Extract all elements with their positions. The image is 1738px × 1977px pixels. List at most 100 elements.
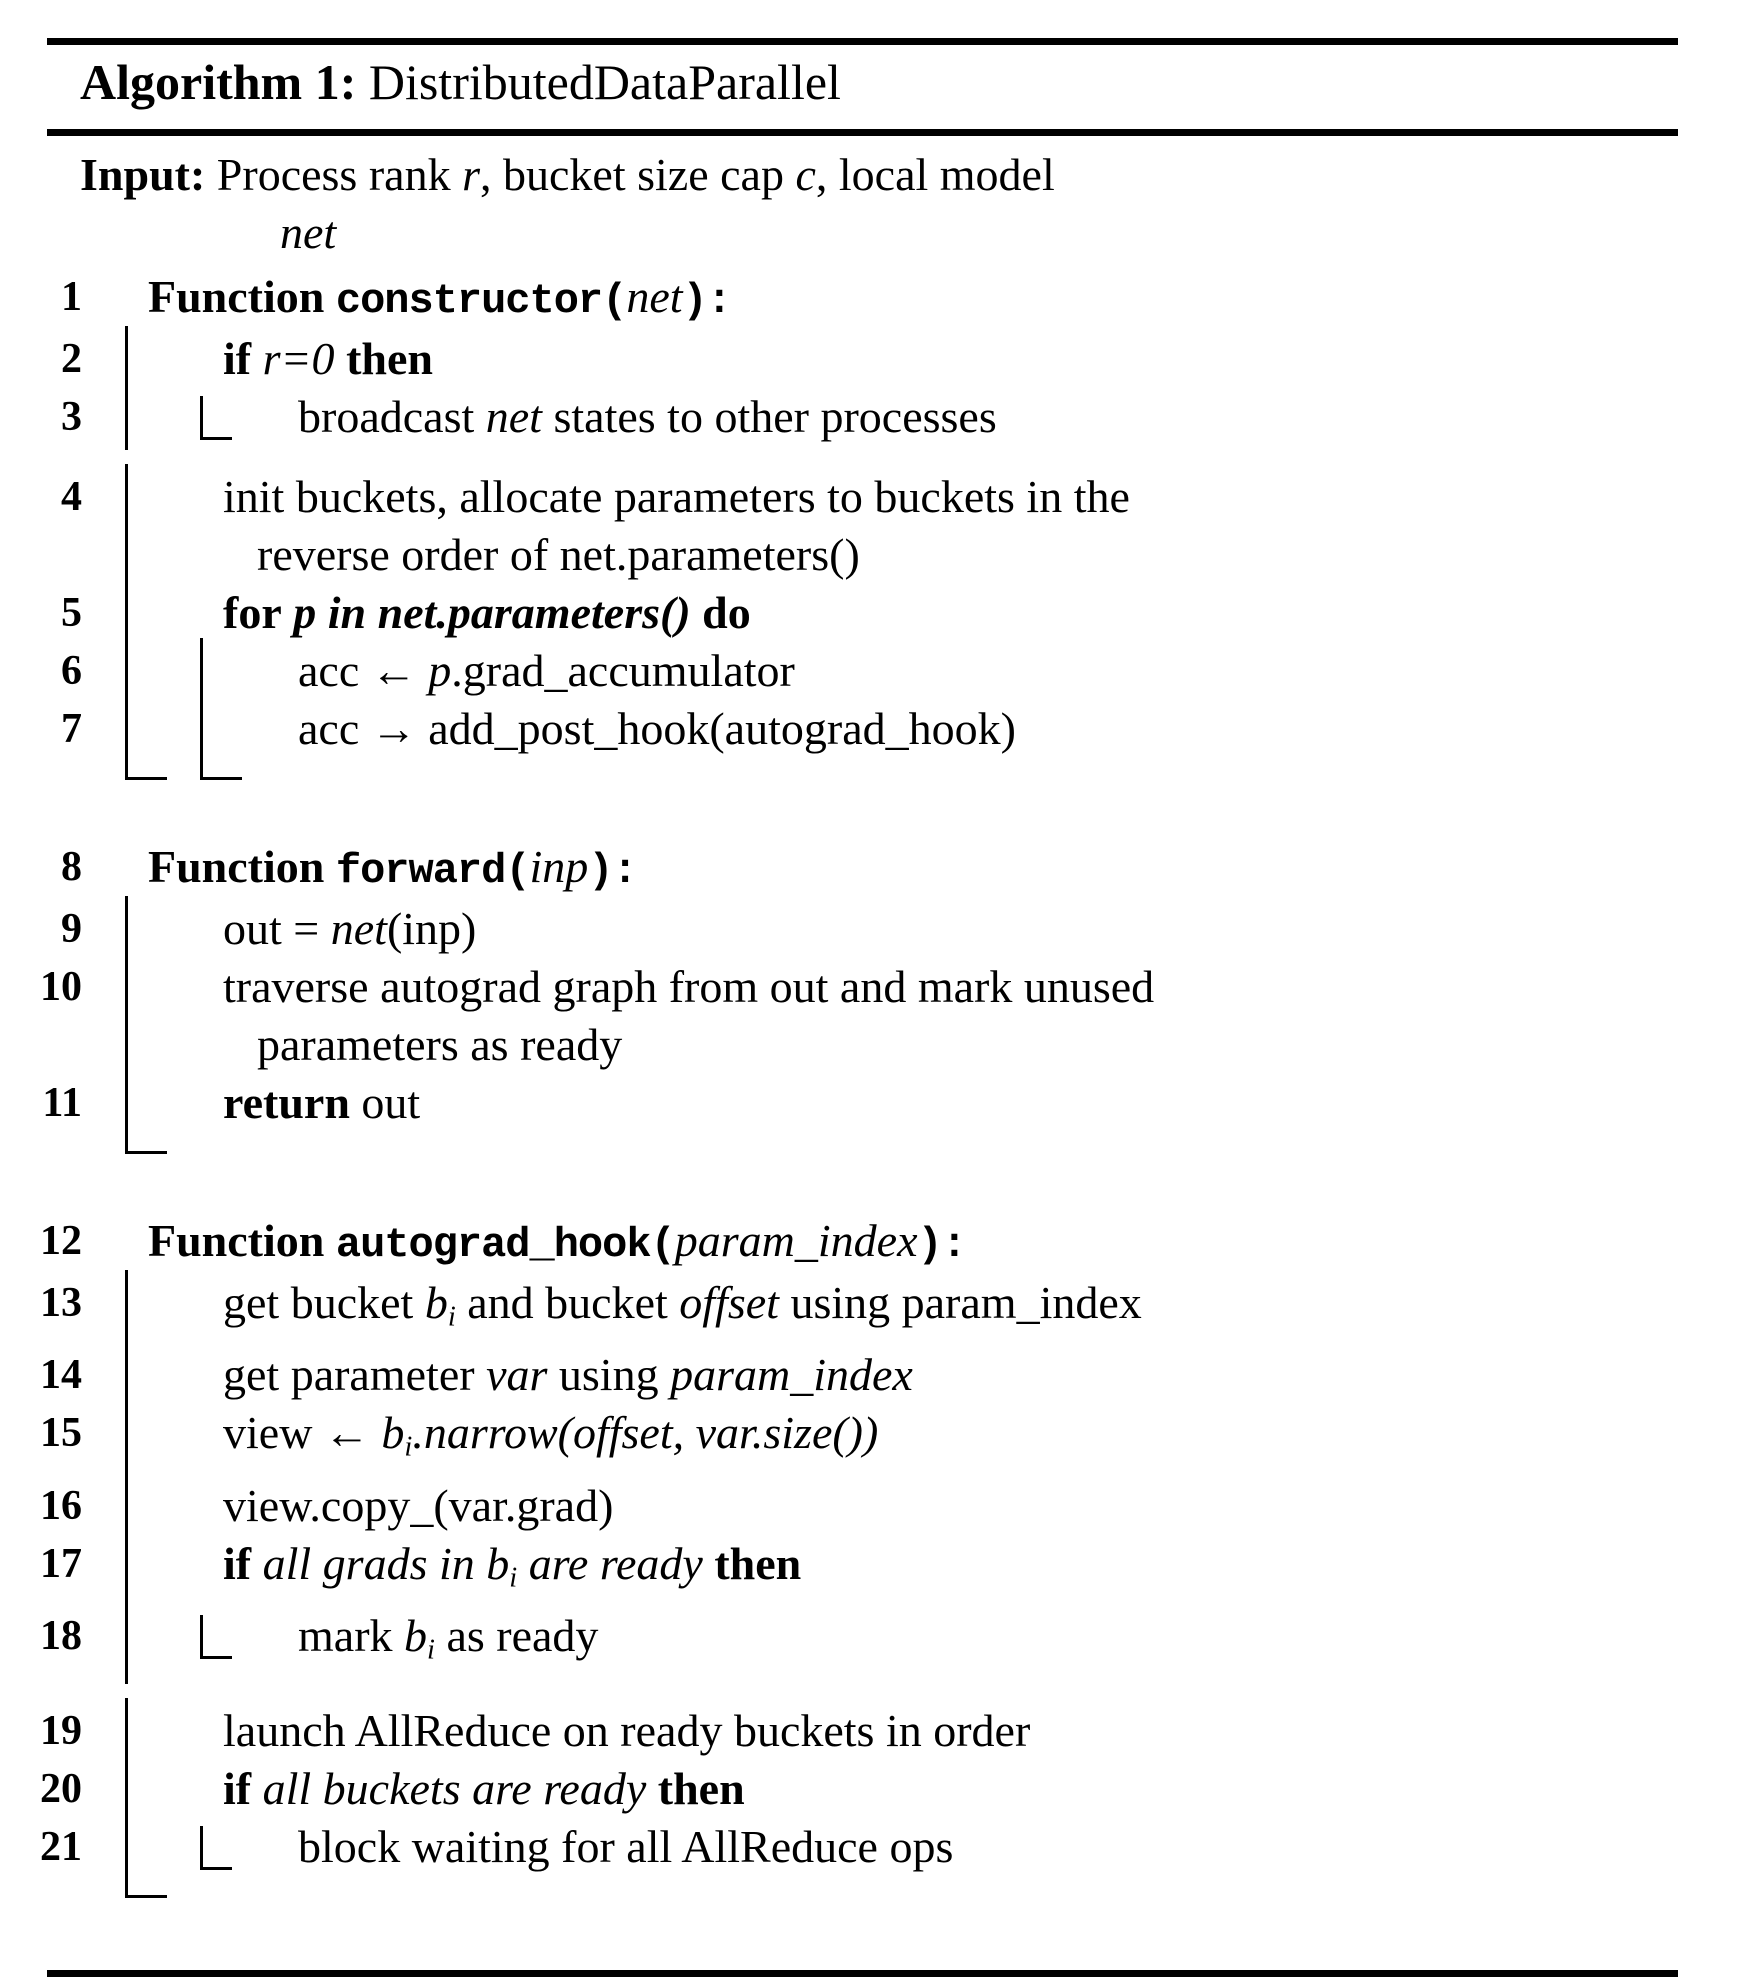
kw-return: return — [223, 1077, 350, 1128]
line-row: 10 traverse autograd graph from out and … — [0, 954, 1738, 1078]
line-row: 11 return out — [0, 1070, 1738, 1136]
grad-accumulator: .grad_accumulator — [451, 645, 795, 696]
line-body: Function forward(inp): — [82, 838, 1738, 900]
var-var: var — [486, 1349, 548, 1401]
kw-function: Function — [148, 841, 325, 892]
op-mark: mark — [298, 1610, 393, 1662]
line-text: Function autograd_hook(param_index): — [148, 1215, 967, 1269]
input-continuation: net — [280, 204, 1738, 262]
block-end-foot — [125, 777, 167, 780]
line-text: Function constructor(net): — [148, 271, 732, 325]
line-text: for p in net.parameters() do — [100, 584, 1738, 642]
op-get-parameter: get parameter — [223, 1349, 475, 1401]
line-body: if all buckets are ready then — [82, 1755, 1738, 1822]
fn-forward: forward — [335, 847, 506, 895]
line-number: 4 — [61, 474, 82, 520]
line-text: view.copy_(var.grad) — [223, 1479, 614, 1531]
indent-guide — [125, 638, 128, 704]
fn-constructor: constructor — [335, 277, 603, 325]
line-body: view.copy_(var.grad) — [82, 1472, 1738, 1539]
arrow-left-icon: ← — [323, 1407, 370, 1459]
line-row: 2 if r=0 then — [0, 326, 1738, 392]
line-number: 8 — [61, 844, 82, 890]
indent-guide — [200, 696, 203, 762]
block-end-foot — [125, 1151, 167, 1154]
block-end-row — [0, 1871, 1738, 1934]
line-body: if all grads in bi are ready then — [82, 1530, 1738, 1612]
arg-offset: offset, — [572, 1407, 685, 1459]
indent-guide — [125, 954, 128, 1078]
var-net: net — [280, 207, 337, 258]
line-row: 13 get bucket bi and bucket offset using… — [0, 1270, 1738, 1351]
var-out: out — [361, 1077, 421, 1128]
line-body: return out — [82, 1070, 1738, 1136]
line-body: Function autograd_hook(param_index): — [82, 1212, 1738, 1274]
kw-do: do — [702, 587, 751, 638]
op-get-bucket: get bucket — [223, 1277, 414, 1328]
line-number: 17 — [40, 1540, 82, 1587]
line-row: 8 Function forward(inp): — [0, 838, 1738, 900]
block-corner-foot — [200, 1866, 232, 1870]
and-bucket: and bucket — [467, 1277, 668, 1328]
loop-iterable: net.parameters() — [377, 587, 691, 638]
kw-for: for — [223, 587, 282, 638]
line-row: 21 block waiting for all AllReduce ops — [0, 1813, 1738, 1880]
line-row: 5 for p in net.parameters() do — [0, 580, 1738, 646]
line-number: 21 — [40, 1823, 82, 1870]
var-offset: offset — [679, 1277, 779, 1328]
input-label: Input: — [80, 149, 206, 200]
indent-guide — [125, 696, 128, 762]
as-ready: as ready — [446, 1610, 599, 1662]
kw-using: using — [790, 1277, 891, 1328]
line-text: block waiting for all AllReduce ops — [298, 1820, 954, 1872]
line-number: 18 — [40, 1613, 82, 1660]
kw-then: then — [714, 1537, 802, 1589]
line-body: traverse autograd graph from out and mar… — [82, 954, 1738, 1078]
kw-function: Function — [148, 1215, 325, 1266]
block-gap — [0, 1680, 1738, 1702]
line-body: get parameter var using param_index — [82, 1342, 1738, 1409]
arg-param-index: param_index — [674, 1215, 918, 1266]
line-number: 7 — [61, 706, 82, 752]
kw-function: Function — [148, 271, 325, 322]
indent-guide — [125, 1530, 128, 1612]
line-number: 14 — [40, 1352, 82, 1399]
line-number: 3 — [61, 394, 82, 440]
var-b: b — [404, 1610, 428, 1662]
block-corner-foot — [200, 437, 232, 440]
input-line: Input: Process rank r, bucket size cap c… — [80, 146, 1738, 204]
line-row: 16 view.copy_(var.grad) — [0, 1472, 1738, 1539]
fn-autograd-hook: autograd_hook — [335, 1221, 652, 1269]
indent-guide — [125, 1472, 128, 1539]
indent-guide — [125, 1813, 128, 1880]
line-text-continuation: reverse order of net.parameters() — [257, 529, 860, 580]
block-end-bar — [125, 754, 128, 780]
indent-guide — [125, 1342, 128, 1409]
indent-guide — [125, 1270, 128, 1351]
line-body: acc → add_post_hook(autograd_hook) — [82, 696, 1738, 762]
algorithm-caption: Algorithm 1: DistributedDataParallel — [80, 45, 1738, 121]
kw-then: then — [346, 333, 433, 384]
block-end-row — [0, 754, 1738, 816]
op-broadcast: broadcast — [298, 391, 475, 442]
line-text: if r=0 then — [100, 330, 1738, 388]
input-text: Process rank r, bucket size cap c, local… — [216, 149, 1055, 200]
input-block: Input: Process rank r, bucket size cap c… — [80, 136, 1738, 262]
line-text: launch AllReduce on ready buckets in ord… — [223, 1704, 1031, 1756]
line-body: out = net(inp) — [82, 896, 1738, 962]
line-text: if all grads in bi are ready then — [100, 1535, 1738, 1607]
subscript-i: i — [404, 1431, 413, 1463]
top-rule — [47, 38, 1678, 45]
line-row: 4 init buckets, allocate parameters to b… — [0, 464, 1738, 588]
cond-are-ready: are ready — [528, 1537, 703, 1589]
line-body — [82, 754, 1738, 806]
algorithm-name: DistributedDataParallel — [368, 54, 841, 110]
line-row: 15 view ← bi.narrow(offset, var.size()) — [0, 1400, 1738, 1481]
var-r: r — [462, 149, 480, 200]
kw-in: in — [327, 587, 367, 638]
indent-guide — [125, 1603, 128, 1684]
arg-net: net — [626, 271, 683, 322]
subscript-i: i — [447, 1301, 456, 1333]
block-corner — [200, 1825, 203, 1870]
var-view: view — [223, 1407, 313, 1459]
